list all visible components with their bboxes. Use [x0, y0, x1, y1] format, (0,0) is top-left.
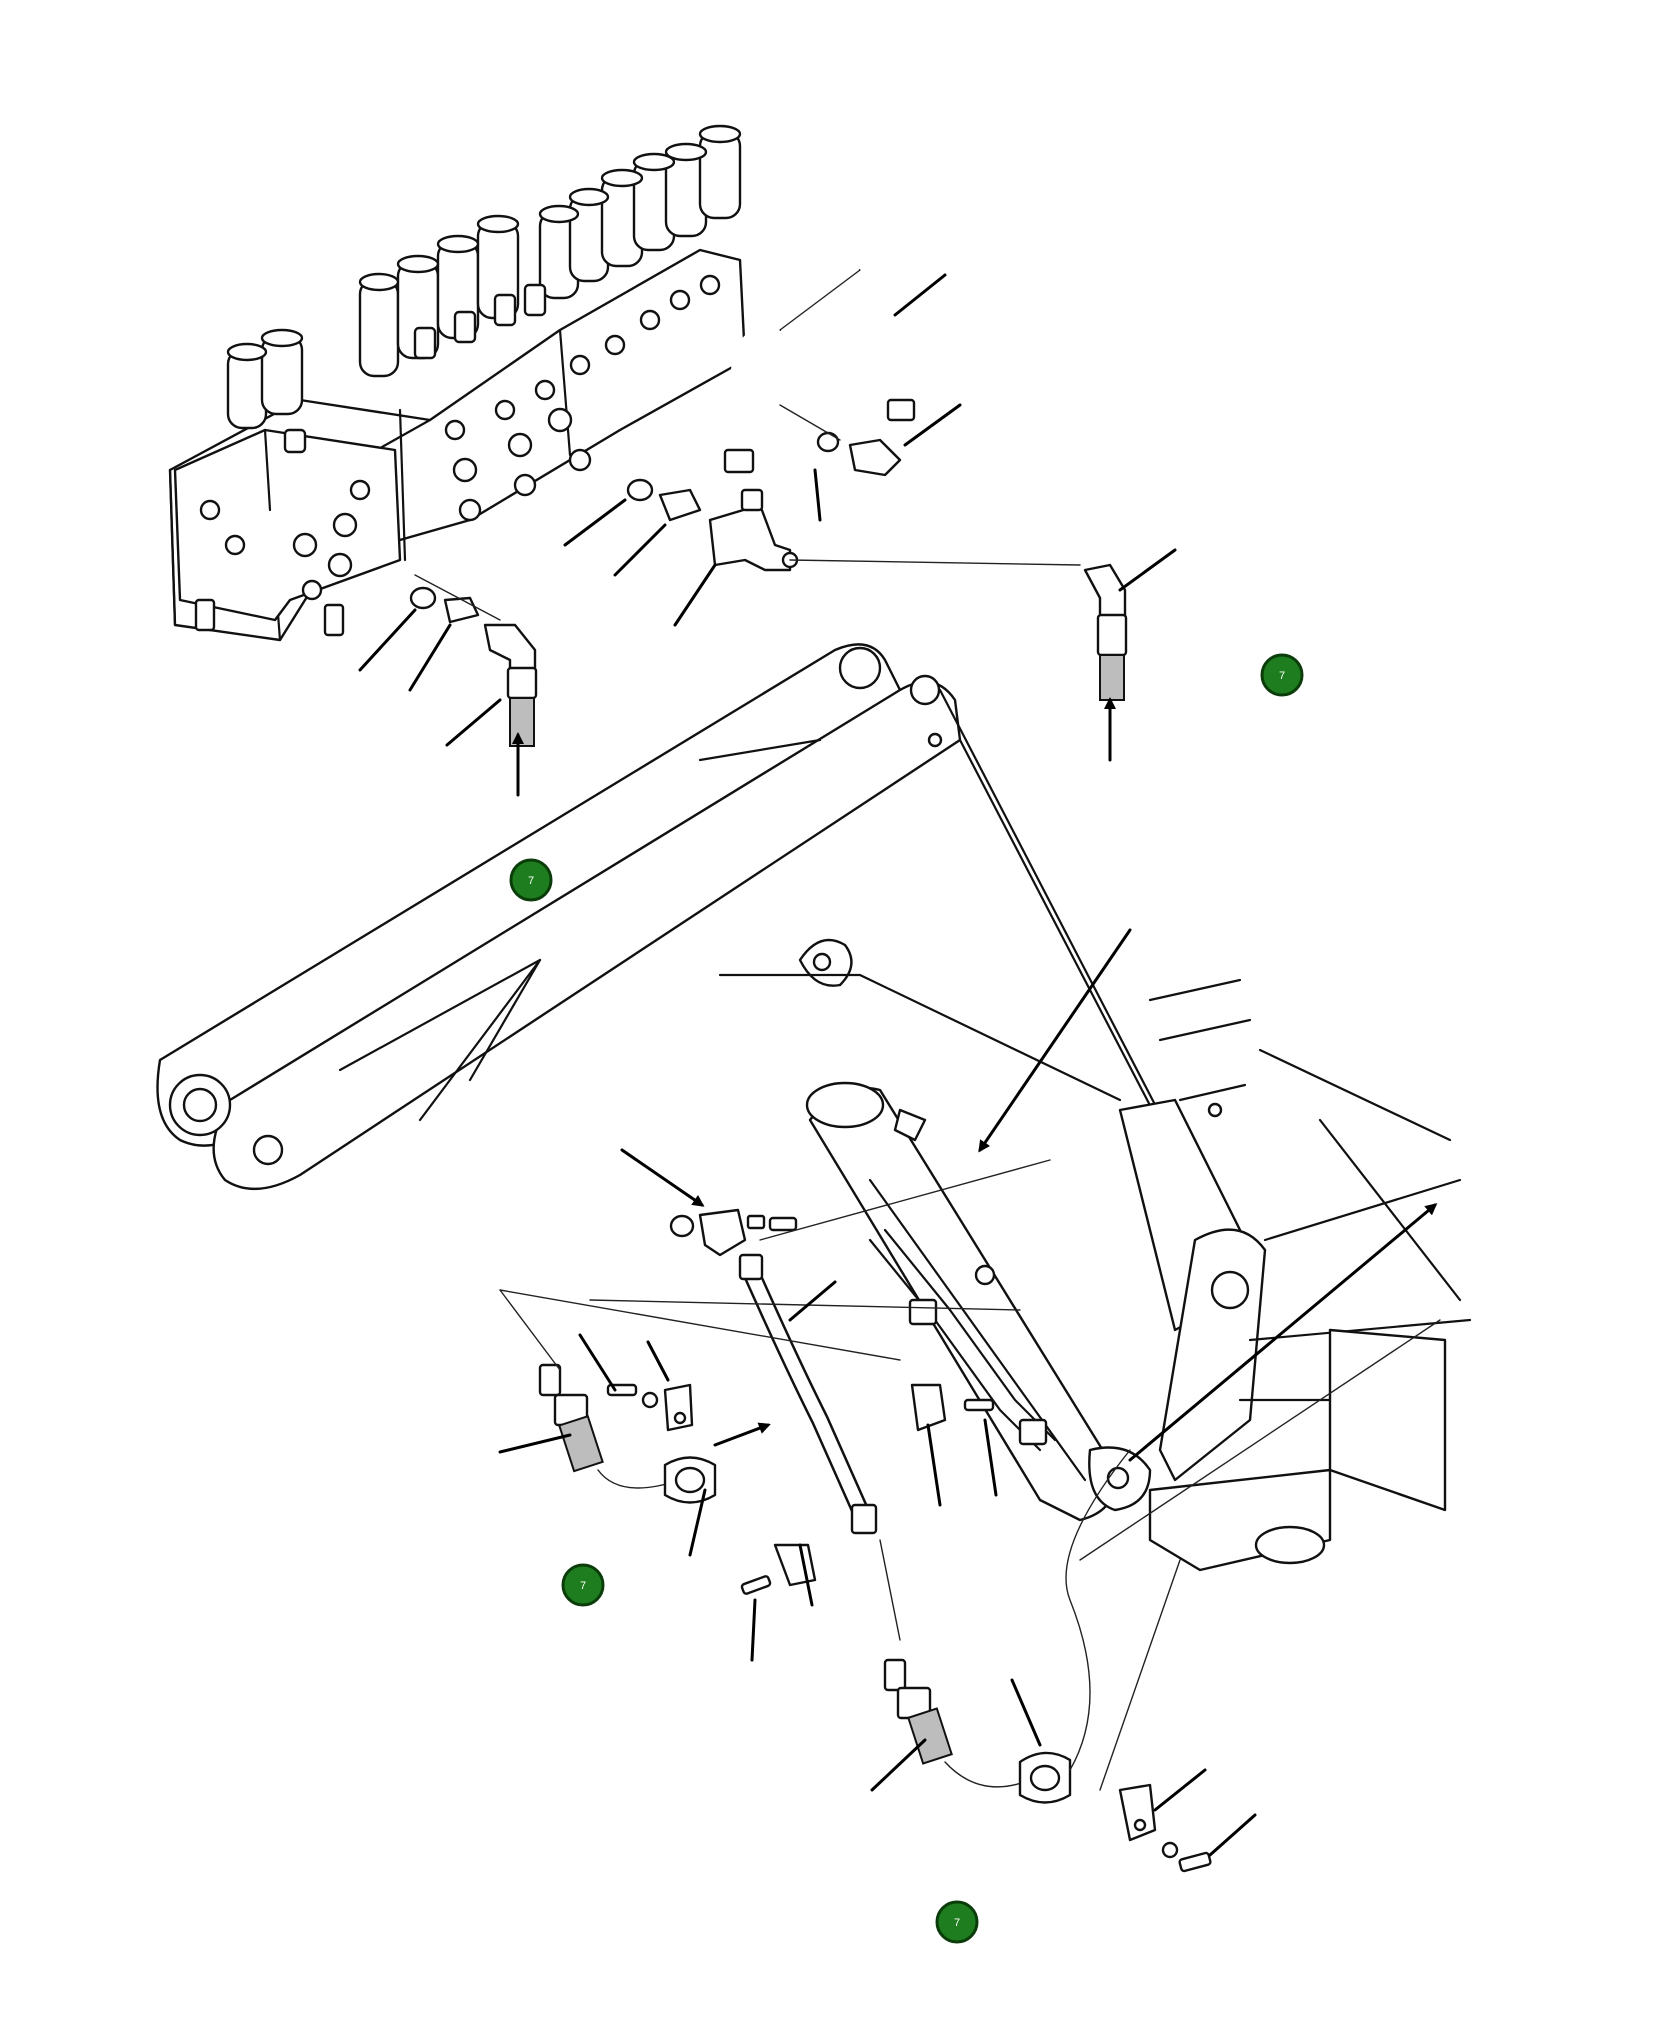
spool-caps: [226, 124, 742, 454]
lower-hose-fittings: [499, 1159, 1441, 1873]
callout-markers: 7 7 7 7: [509, 653, 1304, 1944]
callout-label: 7: [1279, 670, 1285, 682]
leader-lines: [358, 273, 1438, 1857]
callout-marker[interactable]: 7: [509, 858, 553, 902]
boom-cylinder-and-frame: [718, 688, 1472, 1572]
callout-marker[interactable]: 7: [935, 1900, 979, 1944]
callout-label: 7: [954, 1917, 960, 1929]
callout-label: 7: [580, 1580, 586, 1592]
callout-marker[interactable]: 7: [1260, 653, 1304, 697]
upper-pipe-fittings: [409, 262, 1128, 747]
callout-label: 7: [528, 875, 534, 887]
callout-marker[interactable]: 7: [561, 1563, 605, 1607]
control-valve-assembly: [168, 124, 747, 642]
